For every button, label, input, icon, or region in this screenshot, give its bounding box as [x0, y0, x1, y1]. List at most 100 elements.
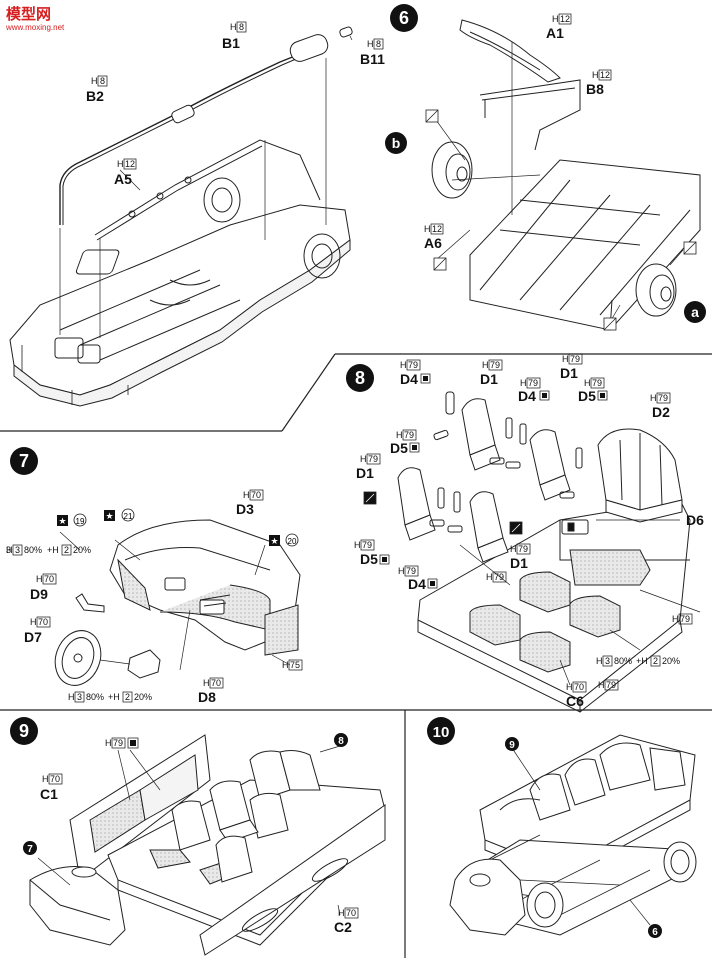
svg-text:D1: D1: [510, 555, 528, 571]
svg-text:6: 6: [399, 8, 409, 28]
step8-cement-markers: [363, 491, 523, 535]
part-label-d5-left: H 79 D5: [354, 539, 390, 567]
svg-text:★: ★: [105, 511, 113, 521]
watermark-url: www.moxing.net: [5, 23, 65, 32]
svg-text:12: 12: [560, 14, 570, 24]
svg-text:79: 79: [680, 614, 690, 624]
svg-text:★: ★: [270, 536, 278, 546]
part-label-c1: H 70 C1: [40, 773, 63, 802]
svg-text:B1: B1: [222, 35, 240, 51]
svg-text:H: H: [6, 545, 13, 555]
part-label-d2: H 79 D2: [650, 392, 671, 420]
step6-part-labels: H 12 A1 H 12 B8 H 12 A6: [424, 13, 612, 251]
svg-text:79: 79: [490, 360, 500, 370]
step6-cement-markers: [425, 109, 697, 331]
svg-text:H: H: [510, 544, 517, 554]
svg-text:75: 75: [290, 660, 300, 670]
svg-text:D2: D2: [652, 404, 670, 420]
svg-text:9: 9: [19, 721, 29, 741]
svg-text:H: H: [566, 682, 573, 692]
mix-note-step8: H 3 80% +H 2 20%: [596, 655, 680, 667]
svg-text:79: 79: [658, 393, 668, 403]
svg-text:D5: D5: [390, 440, 408, 456]
svg-text:H: H: [398, 566, 405, 576]
svg-text:79: 79: [406, 566, 416, 576]
svg-text:20: 20: [288, 537, 297, 546]
svg-text:20%: 20%: [134, 692, 152, 702]
svg-text:79: 79: [494, 572, 504, 582]
svg-text:8: 8: [338, 736, 344, 747]
part-label-h75: H 75: [282, 659, 303, 671]
svg-text:H: H: [592, 70, 599, 80]
svg-text:D1: D1: [356, 465, 374, 481]
step9-part-labels: H 79 H 70 C1 H 70 C2 8 7: [23, 733, 359, 935]
svg-text:8: 8: [100, 76, 105, 86]
wheel-ref-b: b: [385, 132, 407, 154]
svg-text:3: 3: [15, 545, 20, 555]
svg-text:8: 8: [355, 368, 365, 388]
svg-text:C1: C1: [40, 786, 58, 802]
step5-chassis-illustration: [9, 26, 353, 407]
svg-text:79: 79: [606, 680, 616, 690]
part-label-d1-bottom: H 79 D1: [510, 543, 531, 571]
svg-text:H: H: [282, 660, 289, 670]
part-label-h79-step9: H 79: [105, 737, 139, 749]
watermark-site-name: 模型网: [6, 5, 51, 23]
svg-text:79: 79: [362, 540, 372, 550]
svg-text:12: 12: [432, 224, 442, 234]
svg-text:D8: D8: [198, 689, 216, 705]
step8-part-labels: H 79 D4 H 79 D1 H 79 D1 H 79 D4: [354, 353, 704, 709]
svg-text:B11: B11: [360, 51, 385, 67]
svg-text:H: H: [91, 76, 98, 86]
decal-21: ★ 21: [104, 508, 135, 522]
svg-text:H: H: [338, 908, 345, 918]
svg-text:+H: +H: [47, 545, 59, 555]
svg-text:19: 19: [76, 517, 85, 526]
step8-interior-illustration: [397, 391, 701, 713]
svg-text:9: 9: [509, 740, 515, 751]
part-label-b2: H 8 B2: [86, 75, 108, 104]
svg-text:2: 2: [64, 545, 69, 555]
svg-text:D1: D1: [480, 371, 498, 387]
svg-text:H: H: [598, 680, 605, 690]
ref-step9: 9: [505, 737, 519, 751]
decal-20: ★ 20: [269, 533, 299, 547]
part-label-a6: H 12 A6: [424, 223, 444, 251]
svg-text:a: a: [691, 304, 699, 320]
svg-text:20%: 20%: [73, 545, 91, 555]
svg-text:D7: D7: [24, 629, 42, 645]
mix-note-top: 3 H 3 80% +H 2 20%: [6, 544, 91, 556]
svg-text:b: b: [392, 135, 401, 151]
svg-text:H: H: [584, 378, 591, 388]
part-label-d3: H 70 D3: [236, 489, 264, 517]
svg-text:79: 79: [368, 454, 378, 464]
svg-text:D5: D5: [578, 388, 596, 404]
svg-text:H: H: [203, 678, 210, 688]
svg-text:70: 70: [50, 774, 60, 784]
step7-dashboard-illustration: [54, 519, 301, 686]
mix-note-bottom: H 3 80% +H 2 20%: [68, 691, 152, 703]
svg-text:D3: D3: [236, 501, 254, 517]
svg-text:79: 79: [518, 544, 528, 554]
svg-text:H: H: [30, 617, 37, 627]
svg-text:H: H: [36, 574, 43, 584]
part-label-c2: H 70 C2: [334, 907, 359, 935]
svg-text:10: 10: [433, 724, 450, 741]
svg-text:8: 8: [239, 22, 244, 32]
svg-text:+H: +H: [636, 656, 648, 666]
ref-step7: 7: [23, 841, 37, 855]
svg-text:D4: D4: [408, 576, 426, 592]
svg-text:H: H: [424, 224, 431, 234]
svg-text:70: 70: [38, 617, 48, 627]
part-label-b1: H 8 B1: [222, 21, 247, 51]
svg-text:H: H: [243, 490, 250, 500]
svg-text:H: H: [562, 354, 569, 364]
svg-text:H: H: [396, 430, 403, 440]
step7-part-labels: H 70 D3 3 H 3 80% +H 2 20% H 70 D9 H 70 …: [6, 489, 303, 705]
part-label-d7: H 70 D7: [24, 616, 51, 645]
svg-text:80%: 80%: [86, 692, 104, 702]
svg-text:D4: D4: [518, 388, 536, 404]
part-label-a1: H 12 A1: [546, 13, 572, 41]
decal-19: ★ 19: [57, 513, 87, 527]
